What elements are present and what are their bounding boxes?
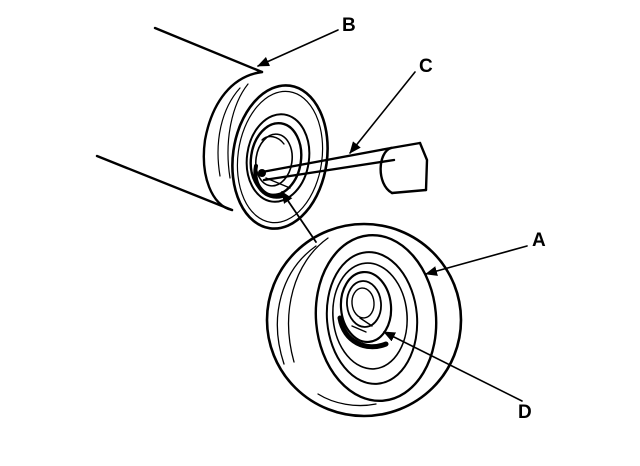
label-a: A: [532, 230, 546, 251]
leader-d: [383, 331, 523, 402]
label-b: B: [342, 15, 356, 36]
leader-c: [349, 71, 416, 154]
install-direction-arrow: [281, 191, 317, 243]
tube-body: [95, 26, 264, 212]
leader-lines: [257, 29, 528, 402]
removal-tool: [260, 141, 429, 195]
bushing-a: [265, 222, 463, 418]
tube-end-b: [202, 70, 329, 230]
leader-a: [425, 245, 528, 276]
label-d: D: [518, 402, 532, 423]
label-c: C: [419, 56, 433, 77]
leader-b: [257, 29, 339, 67]
